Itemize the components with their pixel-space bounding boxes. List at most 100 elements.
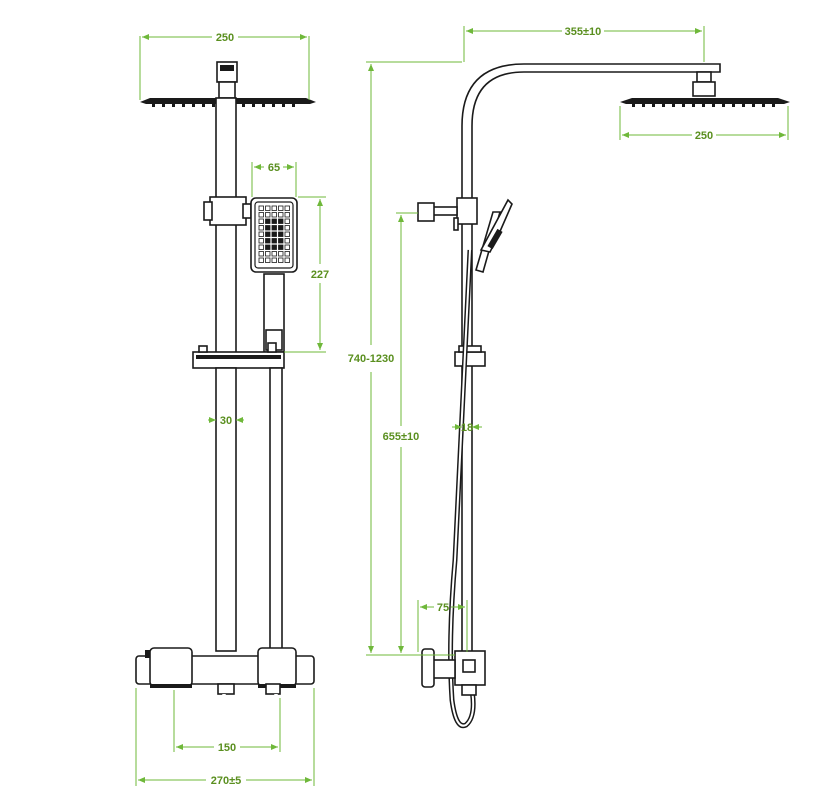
spray-nozzle — [265, 225, 271, 231]
spray-nozzle — [271, 231, 277, 237]
spray-nozzle — [265, 257, 271, 263]
nozzle — [722, 104, 725, 107]
spray-nozzle — [258, 218, 264, 224]
nozzle — [652, 104, 655, 107]
spray-nozzle — [271, 244, 277, 250]
nozzle — [272, 104, 275, 107]
spray-nozzle — [271, 257, 277, 263]
dim-total-height: 740-1230 — [348, 353, 395, 365]
spray-nozzle — [278, 231, 284, 237]
side-rain-head — [620, 98, 790, 104]
spray-nozzle — [265, 251, 271, 257]
front-shelf — [192, 342, 285, 369]
spray-nozzle — [271, 218, 277, 224]
front-hand-shower — [250, 197, 298, 353]
spray-nozzle — [258, 231, 264, 237]
spray-nozzle — [258, 205, 264, 211]
spray-nozzle — [265, 212, 271, 218]
spray-nozzle — [258, 251, 264, 257]
spray-nozzle — [284, 231, 290, 237]
spray-nozzle — [258, 244, 264, 250]
nozzle — [282, 104, 285, 107]
nozzle — [252, 104, 255, 107]
nozzle — [242, 104, 245, 107]
nozzle — [772, 104, 775, 107]
spray-nozzle — [284, 212, 290, 218]
spray-nozzle — [278, 205, 284, 211]
side-view — [417, 63, 790, 729]
side-riser-arm — [461, 63, 721, 653]
dim-handshower-height: 227 — [311, 269, 329, 281]
nozzle — [692, 104, 695, 107]
spray-nozzle — [284, 205, 290, 211]
front-thermostatic-valve — [135, 647, 315, 737]
dim-head-width-side: 250 — [695, 130, 713, 142]
side-shelf — [454, 345, 486, 367]
spray-nozzle — [265, 238, 271, 244]
spray-nozzle — [284, 244, 290, 250]
spray-nozzle — [265, 218, 271, 224]
spray-nozzle — [265, 205, 271, 211]
nozzle — [752, 104, 755, 107]
spray-nozzle — [271, 251, 277, 257]
spray-nozzle — [265, 244, 271, 250]
nozzle — [162, 104, 165, 107]
side-thermostatic-valve — [421, 648, 486, 696]
spray-nozzle — [271, 238, 277, 244]
spray-nozzle — [258, 257, 264, 263]
nozzle — [212, 104, 215, 107]
nozzle — [172, 104, 175, 107]
spray-nozzle — [278, 257, 284, 263]
nozzle — [672, 104, 675, 107]
nozzle — [702, 104, 705, 107]
dimension-labels: 250 65 227 30 150 270±5 355±10 250 740-1… — [211, 26, 713, 787]
nozzle — [192, 104, 195, 107]
nozzle — [682, 104, 685, 107]
front-view — [135, 61, 316, 737]
dim-arm-reach: 355±10 — [565, 26, 602, 38]
spray-nozzle — [284, 225, 290, 231]
spray-nozzle — [284, 251, 290, 257]
spray-nozzle — [278, 218, 284, 224]
spray-nozzle — [278, 212, 284, 218]
nozzle — [642, 104, 645, 107]
side-diverter — [417, 197, 478, 231]
spray-nozzle — [284, 257, 290, 263]
dim-head-width-front: 250 — [216, 32, 234, 44]
nozzle — [202, 104, 205, 107]
spray-nozzle — [258, 212, 264, 218]
spray-nozzle — [278, 238, 284, 244]
nozzle — [762, 104, 765, 107]
front-hose-pipe — [269, 367, 283, 652]
spray-nozzle — [278, 244, 284, 250]
nozzle — [742, 104, 745, 107]
spray-nozzle — [284, 218, 290, 224]
dim-handshower-width: 65 — [268, 162, 280, 174]
dim-valve-width: 270±5 — [211, 775, 242, 787]
spray-nozzle — [271, 212, 277, 218]
spray-nozzle — [278, 251, 284, 257]
nozzle — [152, 104, 155, 107]
nozzle — [732, 104, 735, 107]
front-lower-riser — [215, 367, 237, 652]
nozzle — [292, 104, 295, 107]
spray-nozzle — [258, 225, 264, 231]
spray-nozzle — [265, 231, 271, 237]
spray-nozzle — [278, 225, 284, 231]
nozzle — [712, 104, 715, 107]
spray-nozzle — [271, 205, 277, 211]
spray-nozzle — [271, 225, 277, 231]
nozzle — [632, 104, 635, 107]
dim-slider-width: 30 — [220, 415, 232, 427]
front-diverter — [203, 196, 252, 226]
dim-pipe-diameter: 18 — [461, 422, 473, 434]
dimension-lines — [135, 26, 789, 786]
side-hand-shower — [475, 198, 513, 273]
nozzle — [262, 104, 265, 107]
dim-valve-depth: 75 — [437, 602, 449, 614]
dim-valve-inlet-spacing: 150 — [218, 742, 236, 754]
dim-valve-to-slider: 655±10 — [383, 431, 420, 443]
nozzle — [182, 104, 185, 107]
spray-nozzle — [284, 238, 290, 244]
